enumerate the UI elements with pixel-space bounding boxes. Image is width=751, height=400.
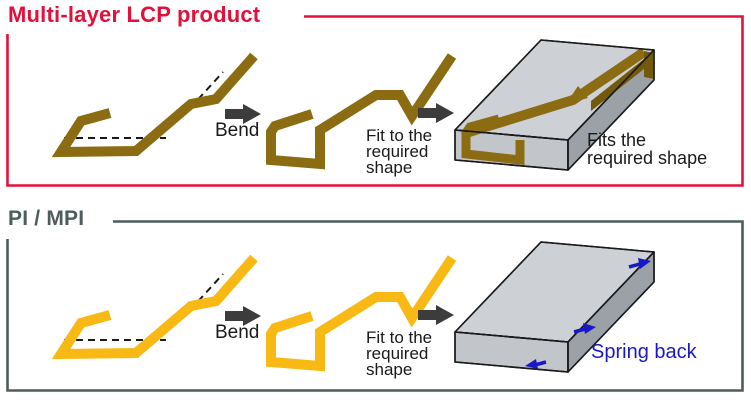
lcp-box-scene <box>454 39 655 171</box>
panel-lcp-border <box>6 15 744 187</box>
spring-back-arrow-icon <box>628 258 651 269</box>
spring-back-arrow-icon <box>573 323 596 334</box>
pi-result-label: Spring back <box>591 341 697 363</box>
pi-fit-label: Fit to the required shape <box>366 328 433 379</box>
pi-bend-label: Bend <box>215 322 260 343</box>
lcp-hook-on-front <box>461 114 525 166</box>
spring-back-arrow-icon <box>525 359 547 369</box>
panel-pi-border <box>6 220 744 392</box>
pi-box-scene <box>454 241 655 373</box>
lcp-fit-label: Fit to the required shape <box>366 126 433 177</box>
lcp-strip-fold-notch <box>566 86 588 104</box>
panel-pi-title: PI / MPI <box>8 207 85 230</box>
panel-lcp-graphics <box>6 15 744 187</box>
lcp-result-label: Fits the required shape <box>587 130 708 168</box>
panel-lcp-title: Multi-layer LCP product <box>8 2 261 27</box>
panel-pi-graphics <box>6 220 744 392</box>
lcp-bend-label: Bend <box>215 120 260 141</box>
